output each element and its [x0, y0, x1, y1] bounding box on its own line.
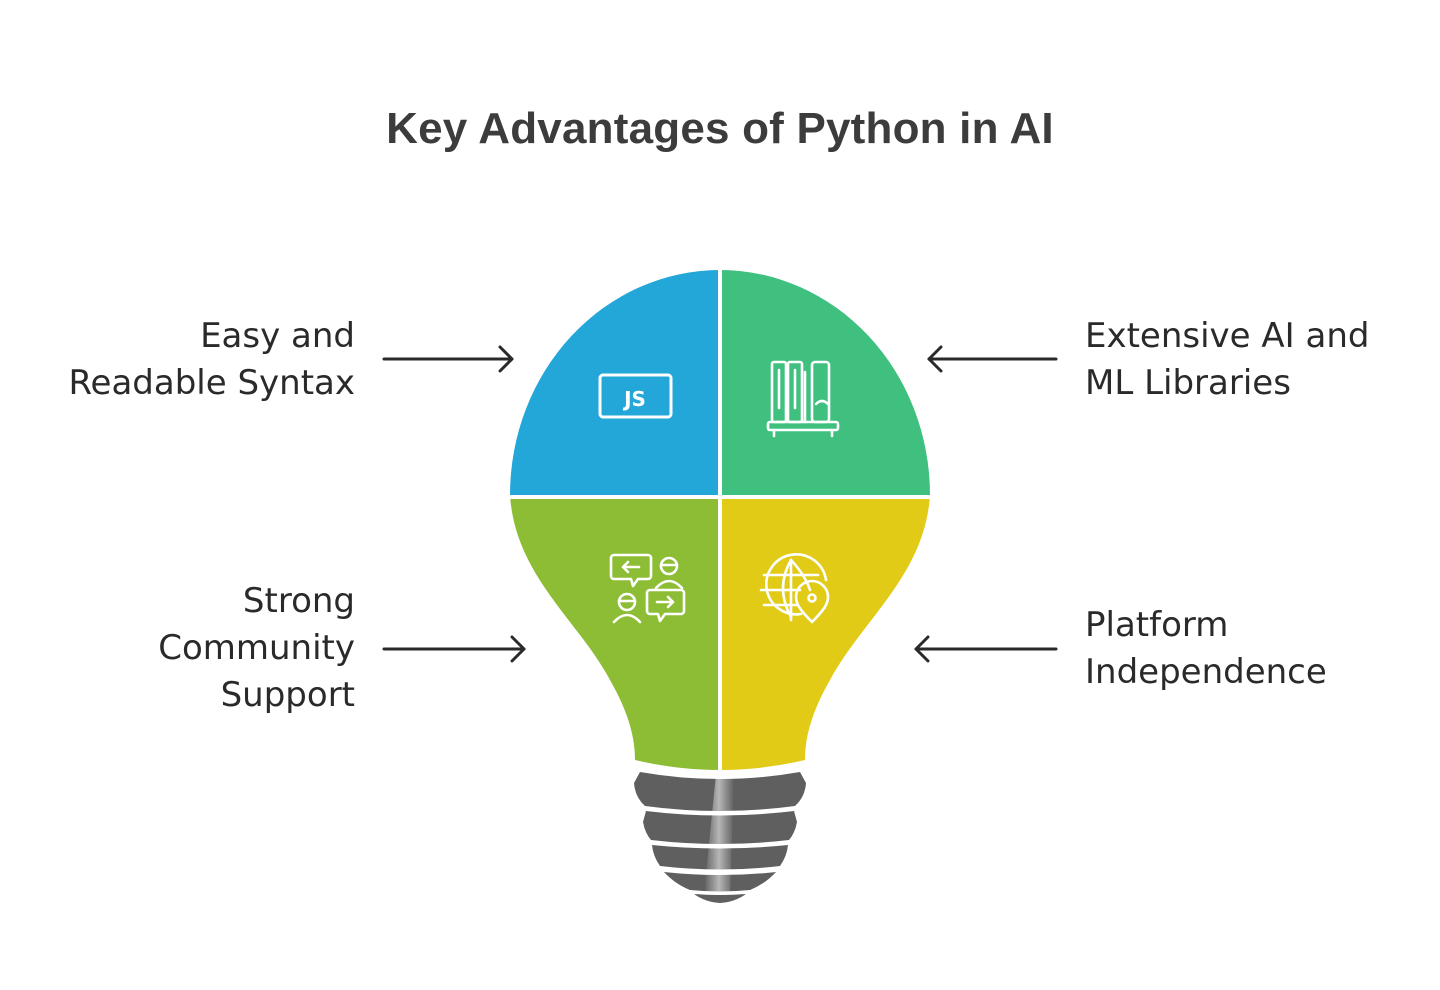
bookshelf-icon	[766, 360, 840, 438]
label-line: Strong	[242, 581, 355, 621]
quadrant-easy-syntax	[510, 270, 718, 495]
arrows	[382, 345, 1058, 663]
label-line: ML Libraries	[1085, 363, 1291, 403]
globe-location-icon	[759, 553, 830, 624]
label-line: Readable Syntax	[68, 363, 355, 403]
label-easy-syntax: Easy and Readable Syntax	[68, 313, 355, 407]
arrow-to-community	[382, 635, 526, 663]
arrow-to-easy-syntax	[382, 345, 514, 373]
quadrant-community	[510, 499, 718, 770]
label-libraries: Extensive AI and ML Libraries	[1085, 313, 1369, 407]
label-line: Support	[220, 675, 355, 715]
label-platform: Platform Independence	[1085, 602, 1327, 696]
label-community: Strong Community Support	[158, 578, 355, 719]
community-chat-icon	[609, 553, 686, 624]
label-line: Community	[158, 628, 355, 668]
arrow-to-libraries	[927, 345, 1058, 373]
base-ring	[694, 894, 746, 903]
quadrant-platform	[722, 499, 930, 770]
label-line: Extensive AI and	[1085, 316, 1370, 356]
arrow-to-platform	[914, 635, 1058, 663]
bulb-screw-base	[634, 772, 806, 903]
label-line: Easy and	[200, 316, 355, 356]
js-badge-icon: JS	[598, 373, 673, 419]
label-line: Platform	[1085, 605, 1229, 645]
js-badge-text: JS	[622, 387, 646, 411]
diagram-title: Key Advantages of Python in AI	[386, 104, 1054, 153]
quadrant-libraries	[722, 270, 930, 495]
base-highlight	[704, 774, 734, 895]
label-line: Independence	[1085, 652, 1327, 692]
